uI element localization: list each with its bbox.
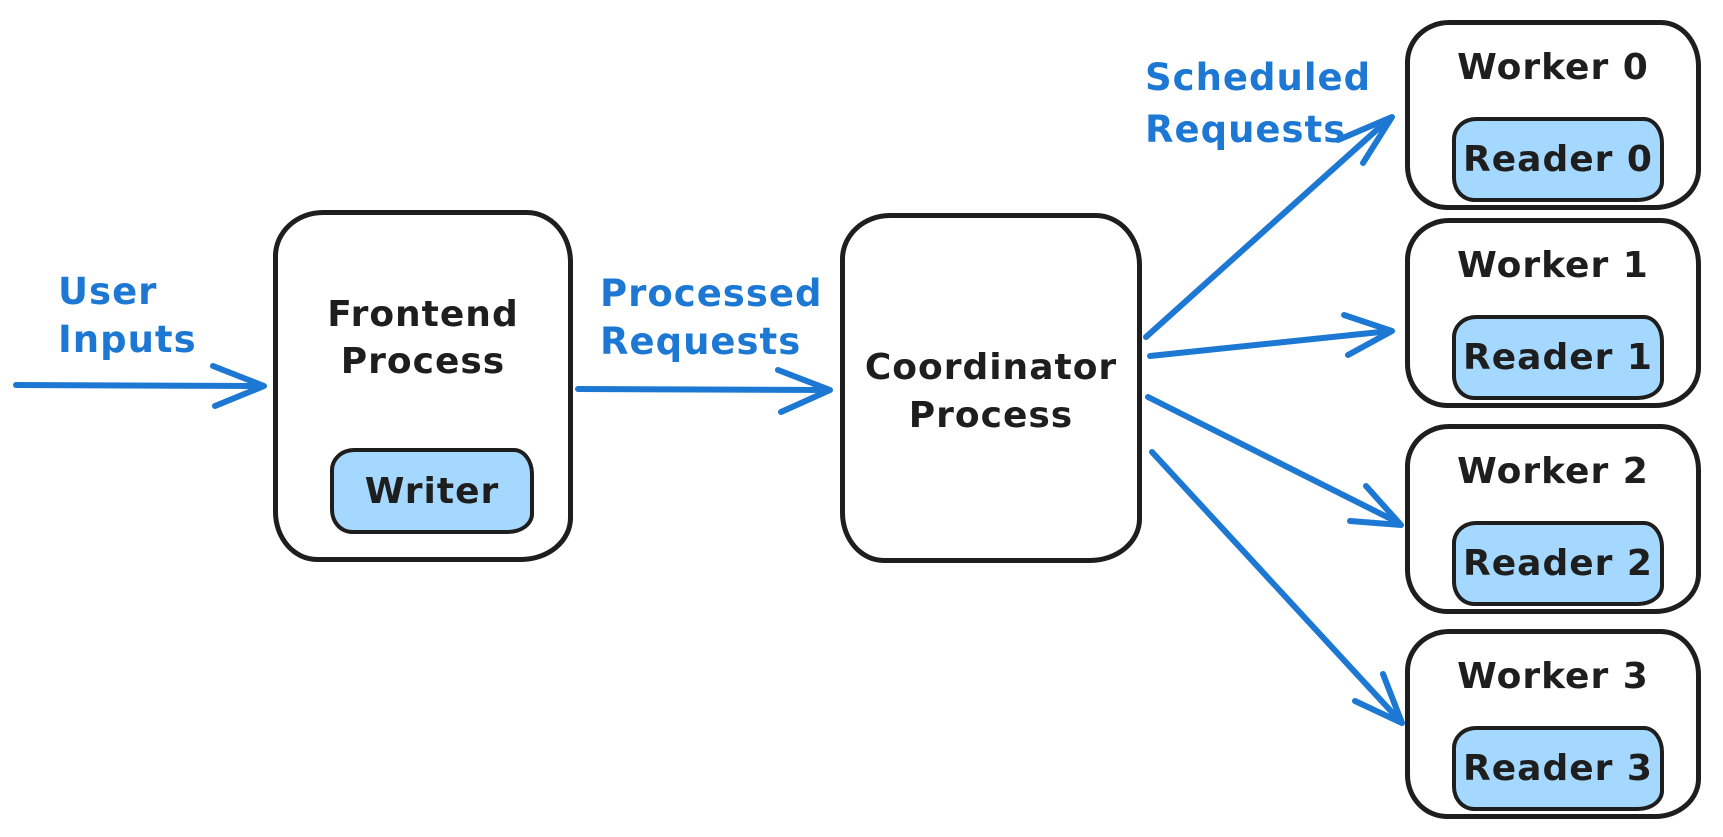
reader-3-box: Reader 3	[1452, 726, 1664, 811]
writer-box: Writer	[330, 448, 534, 534]
worker-1-box: Worker 1 Reader 1	[1405, 218, 1701, 408]
scheduled-arrow-worker-0	[1143, 114, 1395, 340]
processed-requests-label-line2: Requests	[600, 320, 802, 363]
frontend-process-title-line2: Process	[340, 341, 506, 382]
scheduled-arrow-1-head	[1341, 312, 1395, 358]
worker-3-box: Worker 3 Reader 3	[1405, 629, 1701, 819]
scheduled-arrow-1-shaft	[1147, 328, 1393, 359]
reader-0-label: Reader 0	[1463, 139, 1653, 180]
user-inputs-arrow-shaft	[13, 382, 265, 389]
worker-3-title: Worker 3	[1457, 656, 1649, 697]
scheduled-arrow-worker-2	[1145, 394, 1404, 528]
coordinator-process-title: Coordinator Process	[845, 218, 1137, 440]
coordinator-process-box: Coordinator Process	[840, 213, 1142, 563]
frontend-process-title: Frontend Process	[278, 215, 568, 385]
user-inputs-label-line2: Inputs	[58, 318, 197, 361]
user-inputs-arrow-head	[210, 363, 267, 409]
scheduled-arrow-worker-1	[1147, 312, 1395, 359]
processed-requests-arrow	[575, 367, 833, 415]
scheduled-requests-label-line1: Scheduled	[1145, 56, 1372, 99]
processed-requests-label: Processed Requests	[600, 270, 822, 366]
processed-requests-label-line1: Processed	[600, 272, 823, 315]
worker-2-box: Worker 2 Reader 2	[1405, 424, 1701, 614]
worker-0-title: Worker 0	[1457, 47, 1649, 88]
reader-3-label: Reader 3	[1463, 748, 1653, 789]
scheduled-requests-label-line2: Requests	[1145, 108, 1347, 151]
scheduled-arrow-2-shaft	[1145, 394, 1402, 526]
scheduled-arrow-2-head	[1347, 483, 1404, 528]
reader-1-box: Reader 1	[1452, 315, 1664, 400]
scheduled-arrow-0-shaft	[1143, 115, 1393, 340]
scheduled-requests-label: Scheduled Requests	[1145, 52, 1371, 156]
worker-2-title: Worker 2	[1457, 451, 1649, 492]
scheduled-arrow-3-shaft	[1149, 449, 1403, 724]
processed-requests-arrow-head	[775, 367, 833, 415]
frontend-process-title-line1: Frontend	[327, 294, 519, 335]
writer-label: Writer	[364, 470, 500, 512]
worker-0-box: Worker 0 Reader 0	[1405, 20, 1701, 210]
reader-2-box: Reader 2	[1452, 521, 1664, 606]
scheduled-arrow-0-head	[1335, 114, 1395, 166]
coordinator-process-title-line2: Process	[908, 395, 1074, 436]
reader-0-box: Reader 0	[1452, 117, 1664, 202]
frontend-process-box: Frontend Process Writer	[273, 210, 573, 562]
worker-1-title: Worker 1	[1457, 245, 1649, 286]
user-inputs-label: User Inputs	[58, 268, 197, 364]
scheduled-arrow-worker-3	[1149, 449, 1405, 726]
reader-2-label: Reader 2	[1463, 543, 1653, 584]
processed-requests-arrow-shaft	[575, 386, 831, 393]
user-inputs-arrow	[13, 363, 267, 409]
user-inputs-label-line1: User	[58, 270, 158, 313]
scheduled-arrow-3-head	[1352, 671, 1405, 726]
reader-1-label: Reader 1	[1463, 337, 1653, 378]
coordinator-process-title-line1: Coordinator	[864, 347, 1118, 388]
